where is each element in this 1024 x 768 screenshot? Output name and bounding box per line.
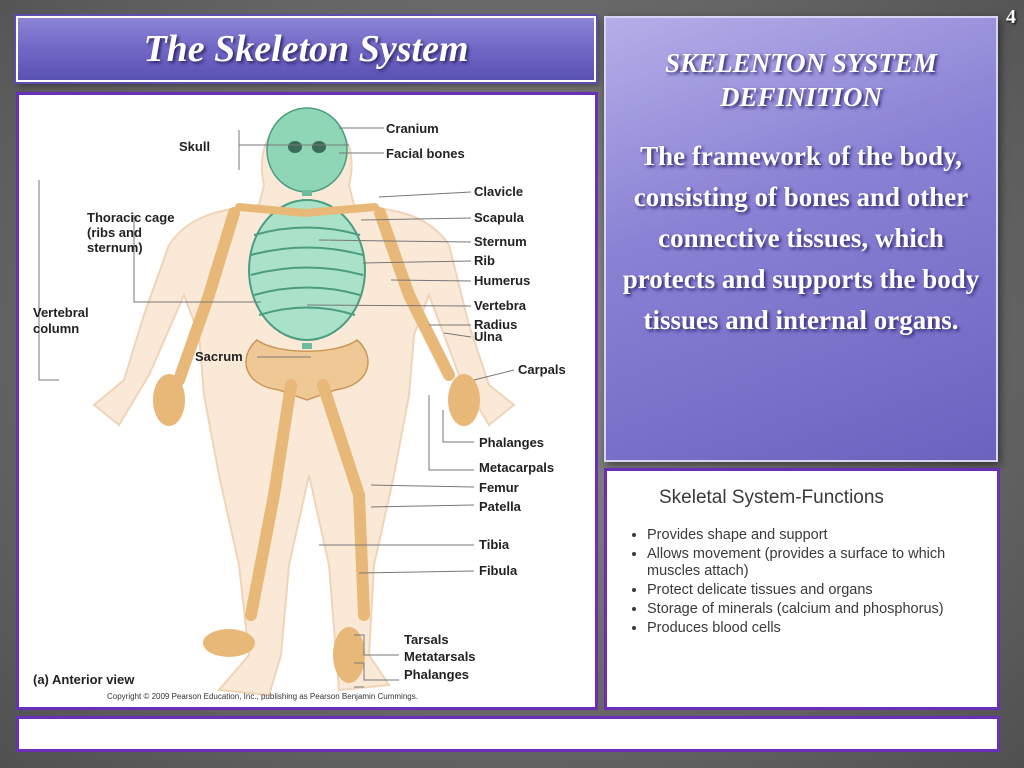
skeleton-diagram: Skull Cranium Facial bones Clavicle Thor… — [16, 92, 598, 710]
label-tibia: Tibia — [479, 537, 510, 552]
label-vertebral: Vertebral — [33, 305, 89, 320]
ribcage-shape — [248, 199, 366, 341]
label-ulna: Ulna — [474, 329, 503, 344]
slide-number: 4 — [1006, 6, 1016, 28]
label-vertebra: Vertebra — [474, 298, 527, 313]
label-clavicle: Clavicle — [474, 184, 523, 199]
label-fibula: Fibula — [479, 563, 518, 578]
functions-list: Provides shape and support Allows moveme… — [629, 527, 977, 637]
label-anterior-view: (a) Anterior view — [33, 672, 135, 687]
label-thoracic-cage-sub1: (ribs and — [87, 225, 142, 240]
label-carpals: Carpals — [518, 362, 566, 377]
label-skull: Skull — [179, 139, 210, 154]
label-thoracic-cage-sub2: sternum) — [87, 240, 143, 255]
footer-bar — [16, 716, 1000, 752]
label-cranium: Cranium — [386, 121, 439, 136]
label-scapula: Scapula — [474, 210, 525, 225]
title-banner: The Skeleton System — [16, 16, 596, 82]
list-item: Protect delicate tissues and organs — [647, 582, 977, 599]
list-item: Provides shape and support — [647, 527, 977, 544]
label-tarsals: Tarsals — [404, 632, 449, 647]
label-metacarpals: Metacarpals — [479, 460, 554, 475]
pelvis-shape — [245, 339, 369, 401]
definition-text: The framework of the body, consisting of… — [622, 141, 980, 335]
list-item: Allows movement (provides a surface to w… — [647, 546, 977, 580]
label-femur: Femur — [479, 480, 519, 495]
skeleton-illustration: Skull Cranium Facial bones Clavicle Thor… — [33, 107, 566, 701]
label-sternum: Sternum — [474, 234, 527, 249]
label-radius: Radius — [474, 317, 517, 332]
copyright-text: Copyright © 2009 Pearson Education, Inc.… — [107, 692, 418, 701]
functions-title: Skeletal System-Functions — [659, 487, 884, 508]
label-phalanges-foot: Phalanges — [404, 667, 469, 682]
label-thoracic-cage: Thoracic cage — [87, 210, 174, 225]
label-patella: Patella — [479, 499, 522, 514]
label-sacrum: Sacrum — [195, 349, 243, 364]
label-humerus: Humerus — [474, 273, 530, 288]
label-column: column — [33, 321, 79, 336]
functions-panel: Skeletal System-Functions Provides shape… — [604, 468, 1000, 710]
list-item: Produces blood cells — [647, 620, 977, 637]
label-phalanges-hand: Phalanges — [479, 435, 544, 450]
label-facial-bones: Facial bones — [386, 146, 465, 161]
skull-shape — [266, 107, 348, 193]
label-metatarsals: Metatarsals — [404, 649, 476, 664]
definition-heading: SKELENTON SYSTEM DEFINITION — [665, 48, 937, 112]
list-item: Storage of minerals (calcium and phospho… — [647, 601, 977, 618]
definition-panel: SKELENTON SYSTEM DEFINITION The framewor… — [604, 16, 998, 462]
slide-title: The Skeleton System — [143, 28, 469, 70]
label-rib: Rib — [474, 253, 495, 268]
